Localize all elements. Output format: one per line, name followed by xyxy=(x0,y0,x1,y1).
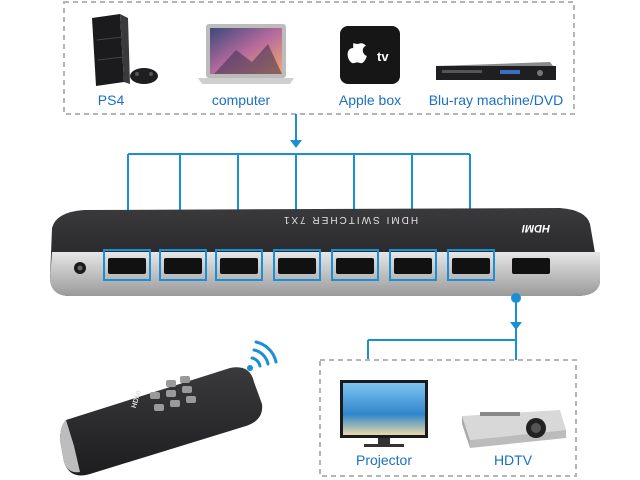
apple-box-tv-text: tv xyxy=(377,49,389,64)
hdmi-switcher xyxy=(50,208,600,296)
remote-control xyxy=(60,367,263,476)
wireless-signal-icon xyxy=(247,340,278,371)
switcher-title: HDMI SWITCHER 7X1 xyxy=(281,214,419,225)
switcher-brand-logo: HDMI xyxy=(522,222,551,234)
remote-buttons xyxy=(150,376,196,411)
apple-box-icon xyxy=(340,26,400,84)
computer-icon xyxy=(198,24,294,84)
source-label-computer: computer xyxy=(211,92,271,108)
projector-icon xyxy=(340,380,428,447)
down-arrow-icon xyxy=(510,322,522,330)
output-dot xyxy=(511,293,521,303)
output-label-hdtv: HDTV xyxy=(493,452,533,468)
output-label-projector: Projector xyxy=(355,452,413,468)
port-slots xyxy=(108,258,550,274)
input-port-highlights xyxy=(103,249,495,281)
source-label-apple-box: Apple box xyxy=(338,92,402,108)
ps4-icon xyxy=(92,14,158,86)
bluray-icon xyxy=(436,62,556,80)
outputs-box xyxy=(319,359,577,477)
down-arrow-icon xyxy=(290,140,302,148)
source-label-ps4: PS4 xyxy=(97,92,125,108)
source-label-bluray: Blu-ray machine/DVD xyxy=(428,92,564,108)
sources-box xyxy=(63,1,575,115)
hdtv-icon xyxy=(462,410,566,448)
